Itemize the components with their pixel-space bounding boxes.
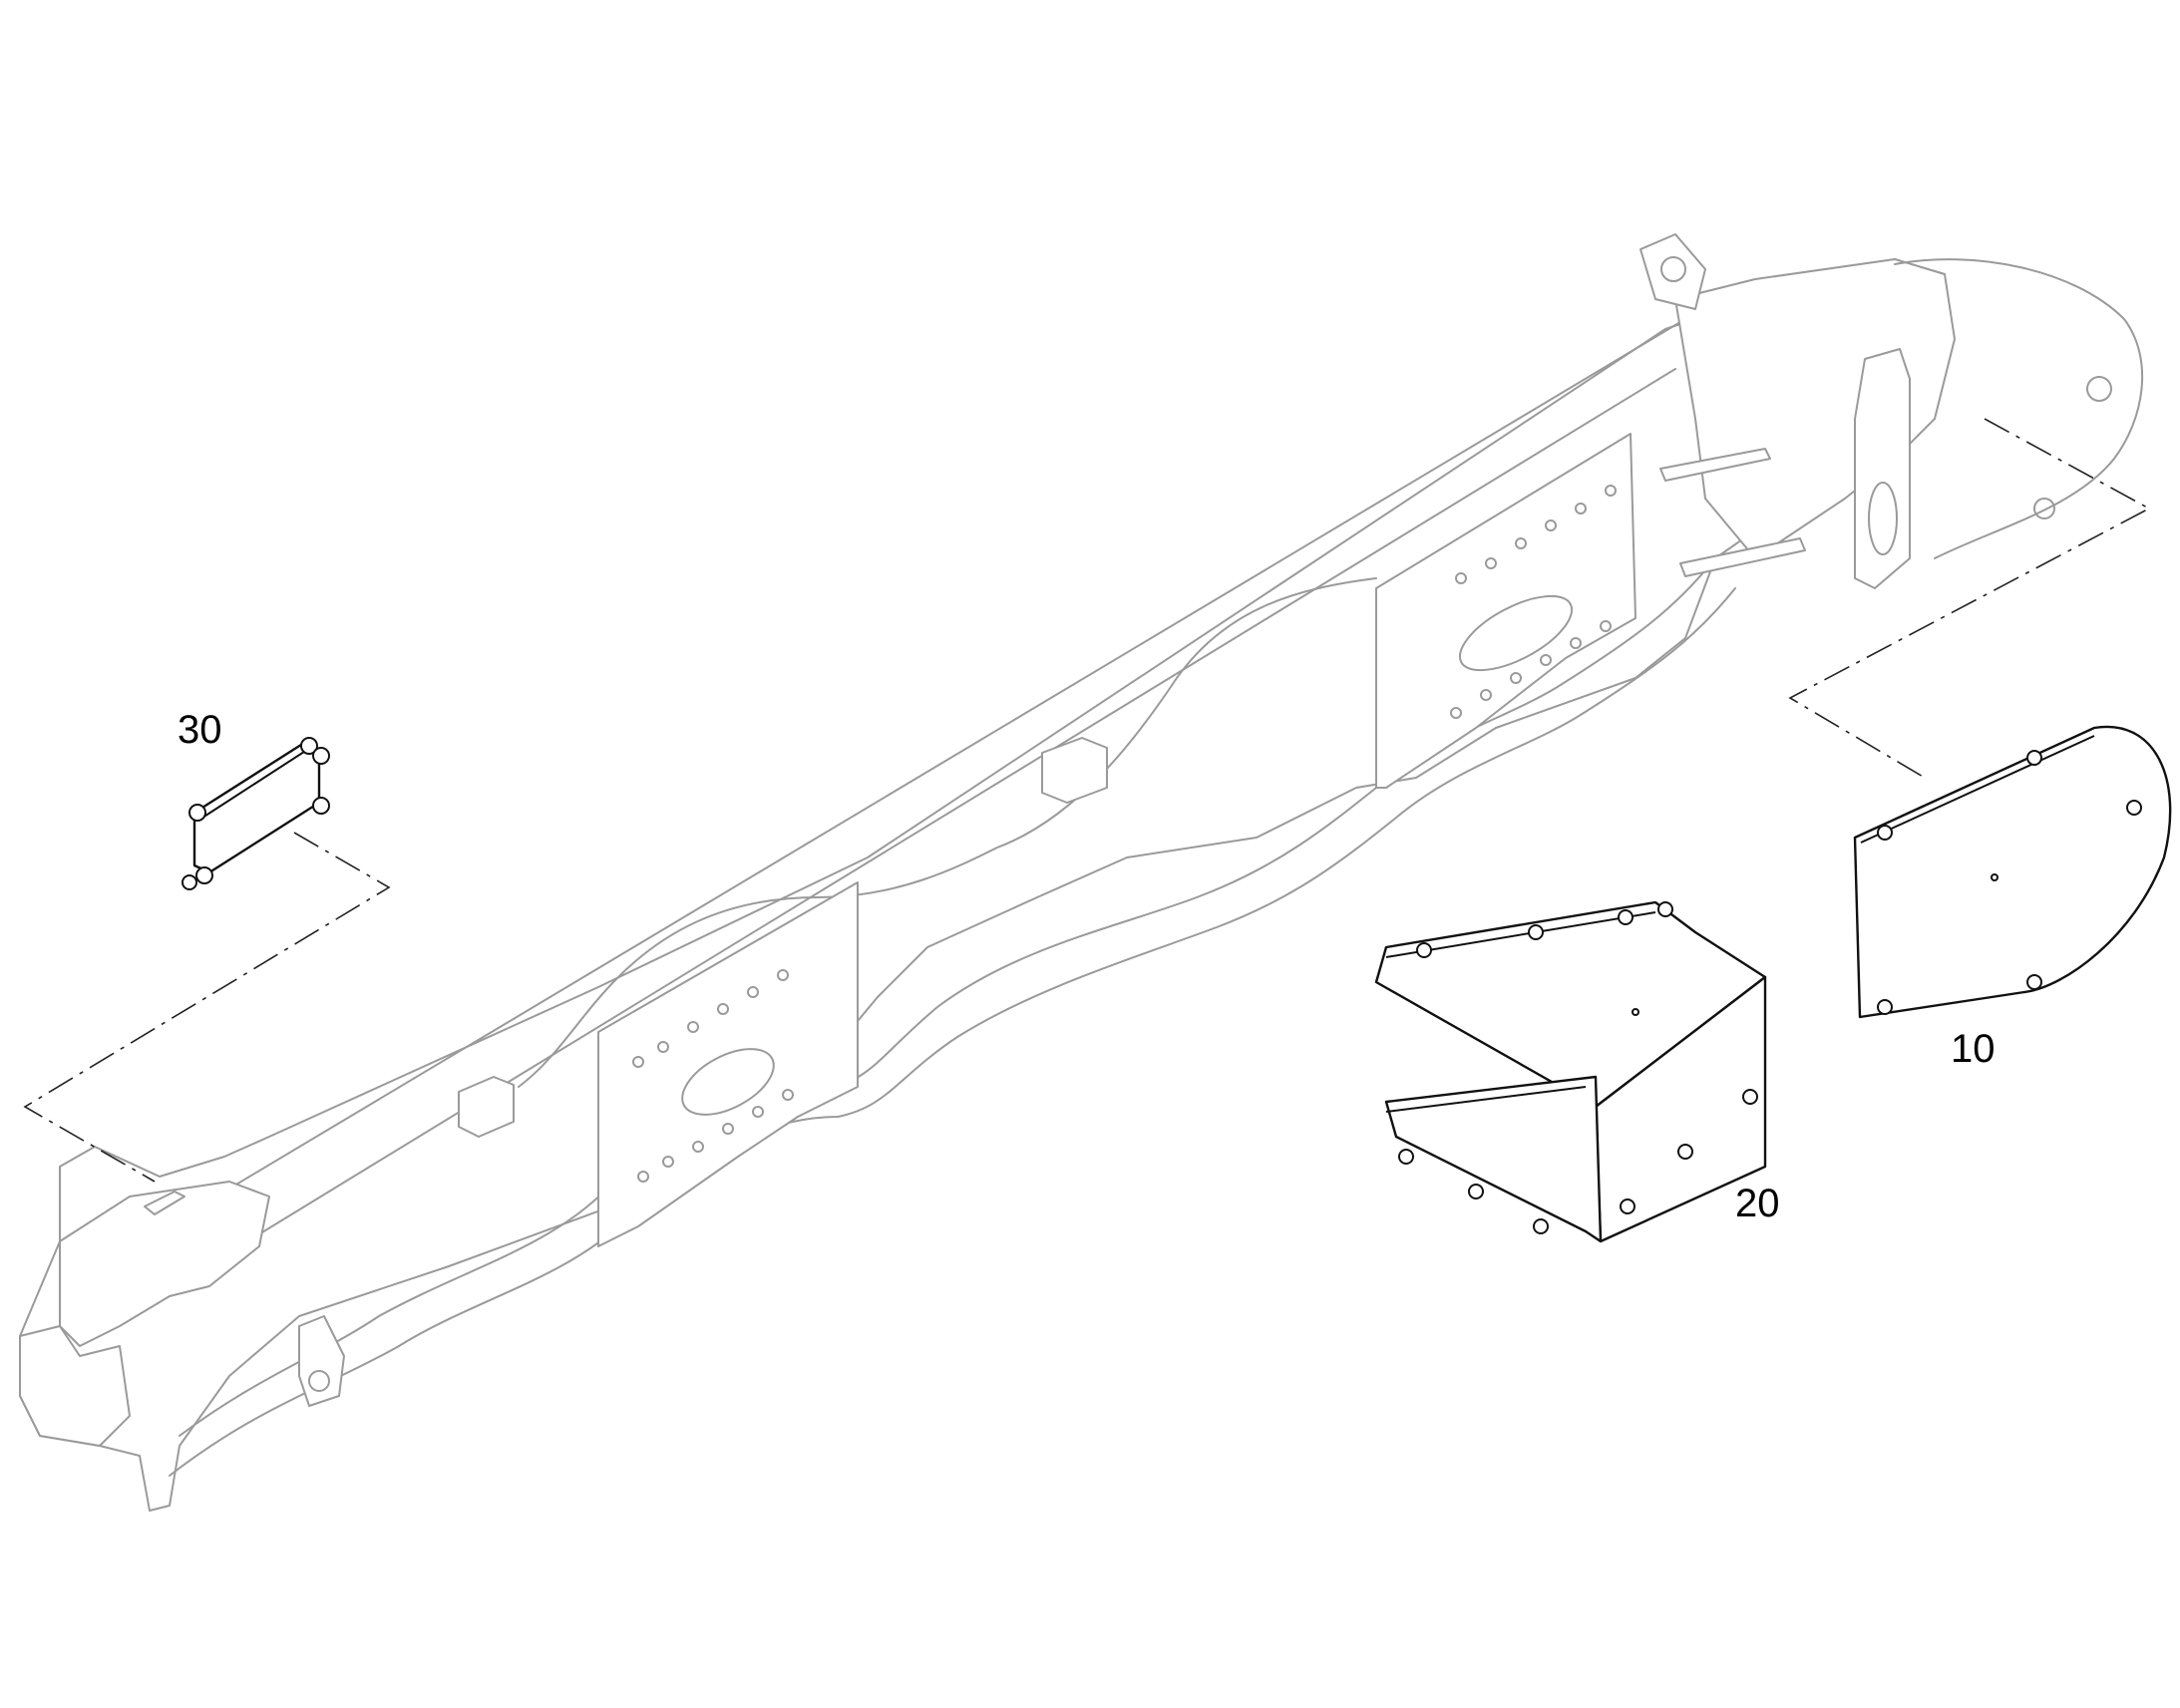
rear-pivot-housing xyxy=(1674,258,1956,559)
part-30-bolts xyxy=(182,737,330,890)
rear-panel-oval-hole xyxy=(1458,594,1574,672)
rear-bar-lower xyxy=(1679,537,1806,577)
callout-30: 30 xyxy=(178,708,222,752)
front-panel-bolt-holes xyxy=(632,969,794,1183)
boom-frame xyxy=(19,233,2144,1512)
boom-lower-edge xyxy=(179,557,1716,1437)
rear-pin-right xyxy=(2086,376,2112,402)
nose-lug xyxy=(298,1315,345,1407)
rear-ear-hole xyxy=(1660,256,1686,282)
nose-slot xyxy=(144,1191,185,1215)
front-panel-oval-hole xyxy=(681,1048,775,1116)
leader-lines xyxy=(23,418,2151,1183)
top-block-left xyxy=(458,1076,515,1138)
part-20-bolts xyxy=(1398,901,1758,1234)
part-30-cover-plate xyxy=(182,737,330,890)
part-20-center-hole xyxy=(1632,1008,1639,1016)
rear-panel-bolt-holes xyxy=(1450,485,1617,719)
leader-10 xyxy=(1788,418,2151,779)
leader-30 xyxy=(23,832,391,1183)
part-10-cover xyxy=(1853,725,2172,1019)
rear-bar-upper xyxy=(1659,448,1771,482)
part-10-bolts xyxy=(1877,750,2142,1015)
boom-lower-edge-2 xyxy=(169,587,1736,1477)
part-20-bottom-flange xyxy=(1384,1075,1603,1243)
part-30-plate xyxy=(192,741,321,874)
nose-lower-jaw xyxy=(19,1325,131,1447)
callout-20: 20 xyxy=(1735,1182,1780,1225)
boom-nose xyxy=(59,1181,270,1347)
nose-lug-hole xyxy=(308,1370,330,1392)
callout-10: 10 xyxy=(1951,1027,1996,1071)
part-20-bracket xyxy=(1374,900,1767,1243)
rear-outer-curve xyxy=(1894,258,2144,559)
part-10-center-hole xyxy=(1991,873,1998,881)
rear-pin-bottom xyxy=(2033,498,2055,519)
top-block-center xyxy=(1041,737,1108,804)
part-10-plate xyxy=(1853,725,2172,1019)
rear-hinge-slot xyxy=(1868,482,1898,555)
boom-waist-curve xyxy=(518,577,1377,1088)
boom-top-edge xyxy=(198,318,1686,1207)
